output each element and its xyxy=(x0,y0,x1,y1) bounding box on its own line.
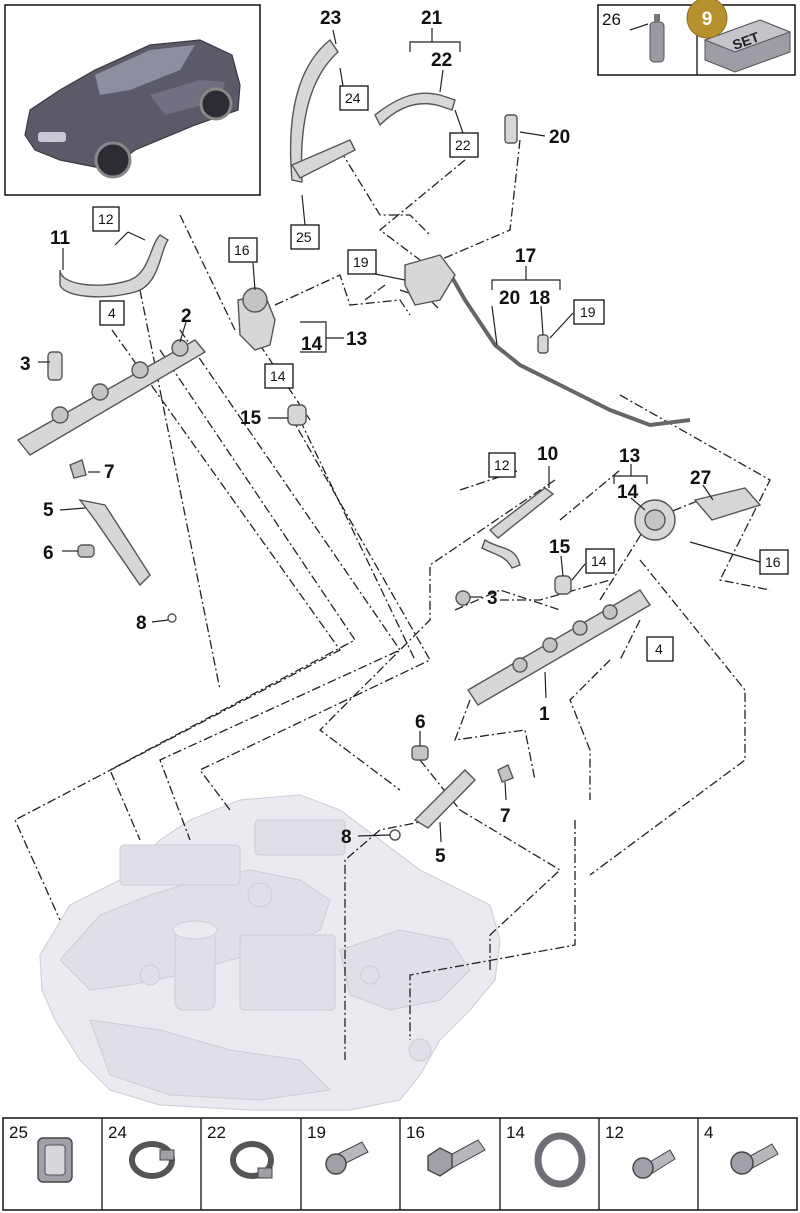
leader-lines xyxy=(38,28,761,843)
injector-right xyxy=(413,769,476,829)
seal-6-right xyxy=(411,745,429,761)
parts-tray: 25 24 22 19 16 14 12 4 xyxy=(2,1117,798,1211)
tray-label-4: 4 xyxy=(704,1123,713,1142)
tray-label-24: 24 xyxy=(108,1123,127,1142)
tray-label-25: 25 xyxy=(9,1123,28,1142)
hose-clip-22-icon xyxy=(230,1141,274,1179)
boxed-callout-4-left: 4 xyxy=(108,305,116,321)
callout-14-left: 14 xyxy=(301,334,323,355)
clip-7-left xyxy=(69,459,87,479)
callout-23: 23 xyxy=(320,8,341,29)
engine-block-illustration xyxy=(39,794,501,1111)
callout-2: 2 xyxy=(181,306,192,327)
callout-7-right: 7 xyxy=(500,806,511,827)
parts xyxy=(16,38,762,841)
kit-box: 26 SET 9 xyxy=(597,0,796,76)
sensor-3-right xyxy=(455,590,471,606)
tray-label-14: 14 xyxy=(506,1123,525,1142)
callout-1: 1 xyxy=(539,704,550,725)
callout-20-upper: 20 xyxy=(499,288,520,309)
callout-7-left: 7 xyxy=(104,462,115,483)
tray-label-12: 12 xyxy=(605,1123,624,1142)
callout-3-right: 3 xyxy=(487,588,498,609)
callout-3-left: 3 xyxy=(20,354,31,375)
rear-wheel xyxy=(199,87,233,121)
callout-9: 9 xyxy=(702,9,713,30)
boxed-callout-16-left: 16 xyxy=(234,242,250,258)
tappet-15-left xyxy=(287,404,307,426)
boxed-callout-4-right: 4 xyxy=(655,641,663,657)
front-wheel xyxy=(94,141,132,179)
boxed-callout-16-right: 16 xyxy=(765,554,781,570)
boxed-callout-12-right: 12 xyxy=(494,457,510,473)
callout-13-right: 13 xyxy=(619,446,640,467)
callout-15-right: 15 xyxy=(549,537,571,558)
fuel-line-11 xyxy=(59,234,170,298)
callout-9-badge xyxy=(686,0,728,39)
callout-26: 26 xyxy=(602,10,621,29)
fuel-line-10 xyxy=(488,487,555,539)
boxed-callout-19-right: 19 xyxy=(580,304,596,320)
bracket-27 xyxy=(693,487,762,521)
fuel-line-17 xyxy=(419,260,691,428)
bolt-4-icon xyxy=(730,1143,779,1175)
spray-can-icon xyxy=(649,21,665,63)
boxed-callout-12-left: 12 xyxy=(98,211,114,227)
suv-body xyxy=(24,39,241,171)
seal-ring-14-icon xyxy=(534,1132,586,1188)
sensor-3-left xyxy=(47,351,63,381)
dashed-reference-lines xyxy=(14,139,771,1060)
tray-label-16: 16 xyxy=(406,1123,425,1142)
callout-8-right: 8 xyxy=(341,827,352,848)
pressure-sensor-20 xyxy=(504,114,518,144)
clamp-25-icon xyxy=(37,1137,73,1183)
callout-10: 10 xyxy=(537,444,558,465)
callout-18: 18 xyxy=(529,288,550,309)
callout-21: 21 xyxy=(421,8,443,29)
fuel-hose-21 xyxy=(374,92,456,127)
tappet-15-right xyxy=(554,575,572,595)
callout-5-right: 5 xyxy=(435,846,446,867)
callout-13-left: 13 xyxy=(346,329,367,350)
callout-14-right: 14 xyxy=(617,482,639,503)
callout-11: 11 xyxy=(50,228,71,249)
tray-label-19: 19 xyxy=(307,1123,326,1142)
boxed-callout-25: 25 xyxy=(296,229,312,245)
hose-clip-24-icon xyxy=(129,1141,175,1179)
o-ring-8-left xyxy=(167,613,177,623)
injector-left xyxy=(78,498,151,587)
callout-27: 27 xyxy=(690,468,711,489)
bolt-12-icon xyxy=(632,1149,676,1179)
callout-8-left: 8 xyxy=(136,613,147,634)
fuel-rail-left xyxy=(16,339,207,456)
clip-7-right xyxy=(497,764,514,783)
callout-6-right: 6 xyxy=(415,712,426,733)
bolt-16-icon xyxy=(427,1139,486,1177)
o-ring-8-right xyxy=(389,829,401,841)
boxed-callout-14-right: 14 xyxy=(591,553,607,569)
boxed-callout-22: 22 xyxy=(455,137,471,153)
callout-20: 20 xyxy=(549,127,570,148)
bolt-18 xyxy=(537,334,549,354)
boxed-callout-24: 24 xyxy=(345,90,361,106)
bolt-19-icon xyxy=(325,1141,369,1175)
boxed-callouts: 12 12 4 4 16 16 14 14 19 19 22 24 25 xyxy=(92,85,789,662)
tray-label-22: 22 xyxy=(207,1123,226,1142)
callout-6-left: 6 xyxy=(43,543,54,564)
callout-15-left: 15 xyxy=(240,408,262,429)
callout-labels: 1 2 3 3 5 5 6 6 7 7 8 8 10 11 13 13 14 1… xyxy=(20,8,711,867)
seal-6-left xyxy=(77,544,95,558)
callout-5-left: 5 xyxy=(43,500,54,521)
vehicle-thumbnail xyxy=(4,4,261,196)
boxed-callout-19-left: 19 xyxy=(353,254,369,270)
callout-22: 22 xyxy=(431,50,452,71)
callout-17: 17 xyxy=(515,246,536,267)
boxed-callout-14-left: 14 xyxy=(270,368,286,384)
